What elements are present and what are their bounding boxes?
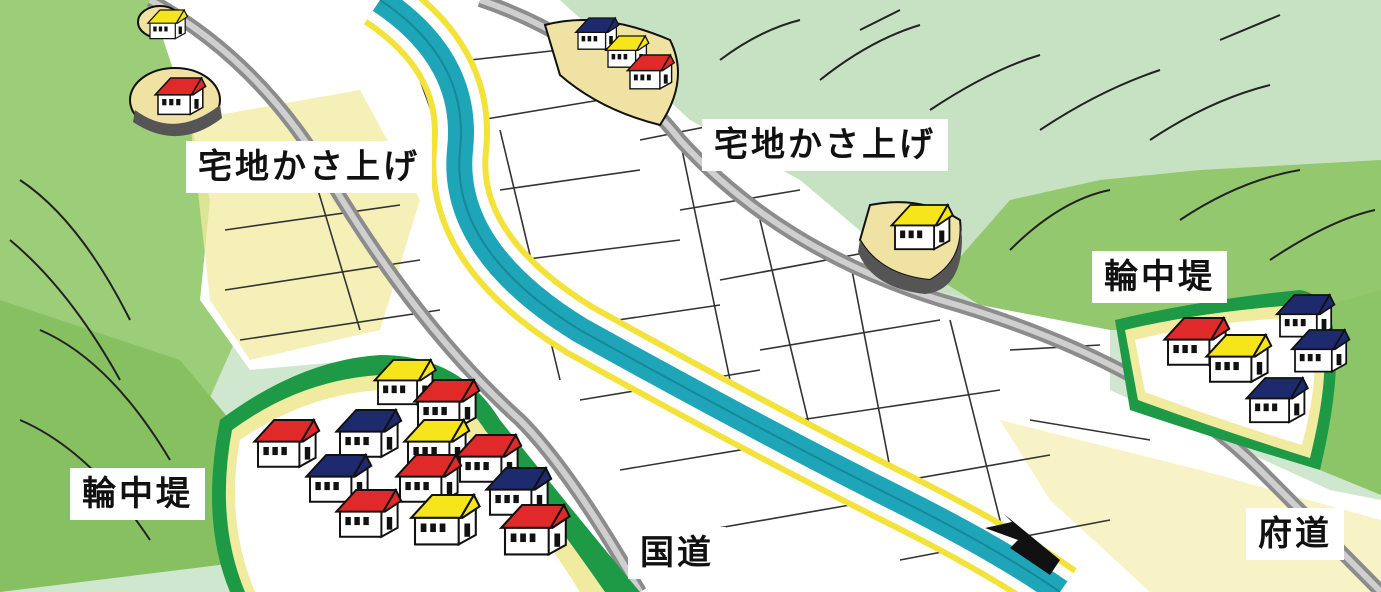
label-raise-left: 宅地かさ上げ: [186, 141, 432, 193]
river-edge: [379, 0, 1061, 592]
house-icon: [498, 502, 571, 557]
house-icon: [889, 203, 955, 251]
house-icon: [252, 417, 321, 469]
label-raise-right: 宅地かさ上げ: [702, 119, 948, 171]
label-national-road: 国道: [628, 527, 726, 579]
label-prefectural-road: 府道: [1246, 508, 1344, 560]
house-icon: [146, 8, 189, 40]
house-icon: [153, 76, 207, 116]
house-icon: [408, 492, 481, 547]
river-flow-arrow-icon: [985, 514, 1060, 575]
raised-ground-wall-top-left: [133, 105, 222, 137]
label-ring-left: 輪中堤: [70, 468, 205, 520]
mountain-hatching: [9, 9, 1376, 541]
house-icon: [334, 487, 403, 539]
house-icon: [1204, 332, 1273, 384]
house-icon: [334, 407, 403, 459]
house-icon: [372, 358, 438, 406]
label-ring-right: 輪中堤: [1092, 251, 1227, 303]
house-icon: [1274, 293, 1336, 339]
national-road-center: [148, 0, 643, 592]
house-icon: [574, 16, 620, 51]
house-icon: [1244, 376, 1310, 424]
house-icon: [412, 377, 481, 429]
house-icon: [394, 452, 463, 504]
houses: [146, 8, 1351, 557]
house-icon: [625, 53, 676, 91]
raised-ground-wall-right: [858, 220, 962, 294]
house-icon: [1289, 328, 1351, 374]
mountain-right-mid: [940, 160, 1381, 330]
